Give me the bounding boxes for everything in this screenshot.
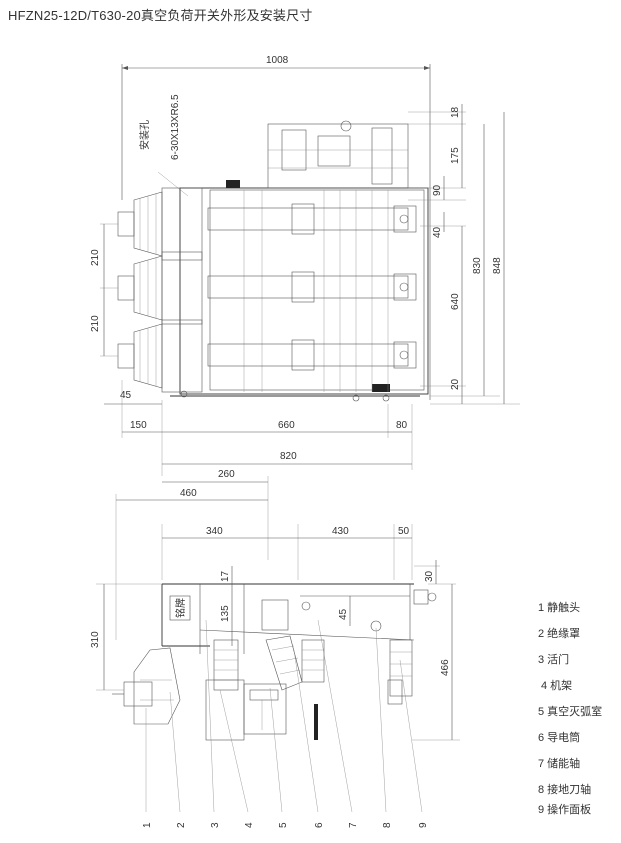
mount-hole-label: 安装孔 <box>138 120 151 150</box>
part-number-3: 3 <box>210 822 221 828</box>
part-number-1: 1 <box>142 822 153 828</box>
dim-150: 150 <box>130 420 147 431</box>
phase-a <box>117 187 417 261</box>
legend-item-8: 8 接地刀轴 <box>538 782 591 796</box>
phase-c <box>117 319 417 393</box>
dim-18: 18 <box>450 106 461 118</box>
legend-item-7: 7 储能轴 <box>538 756 580 770</box>
dim-210-a: 210 <box>90 249 101 266</box>
dim-210-b: 210 <box>90 315 101 332</box>
part-number-7: 7 <box>348 822 359 828</box>
dim-90: 90 <box>432 184 443 196</box>
dim-660: 660 <box>278 420 295 431</box>
dim-460: 460 <box>180 488 197 499</box>
legend-item-1: 1 静触头 <box>538 600 580 614</box>
dim-848: 848 <box>492 257 503 274</box>
part-number-8: 8 <box>382 822 393 828</box>
part-number-6: 6 <box>314 822 325 828</box>
dim-45: 45 <box>120 390 132 401</box>
phase-b <box>117 251 417 325</box>
legend-item-5: 5 真空灭弧室 <box>538 704 602 718</box>
dim-340: 340 <box>206 526 223 537</box>
dim-820: 820 <box>280 451 297 462</box>
dim-50: 50 <box>398 526 410 537</box>
dim-17: 17 <box>220 570 231 582</box>
legend-item-6: 6 导电筒 <box>538 730 580 744</box>
dim-40: 40 <box>432 226 443 238</box>
top-view: 1008 安装孔 6-30X13XR6.5 <box>90 55 520 560</box>
dim-640: 640 <box>450 293 461 310</box>
dim-1008: 1008 <box>266 55 289 66</box>
dim-310: 310 <box>90 631 101 648</box>
part-number-5: 5 <box>278 822 289 828</box>
part-number-9: 9 <box>418 822 429 828</box>
legend-item-2: 2 绝缘罩 <box>538 626 580 640</box>
side-view: 460 340 430 50 铭牌 <box>90 488 460 828</box>
legend-item-9: 9 操作面板 <box>538 802 591 816</box>
parts-legend: 1 静触头 2 绝缘罩 3 活门 4 机架 5 真空灭弧室 6 导电筒 7 储能… <box>538 600 602 816</box>
dim-430: 430 <box>332 526 349 537</box>
nameplate-text: 铭牌 <box>174 598 187 618</box>
dim-175: 175 <box>450 147 461 164</box>
dim-45-side: 45 <box>338 608 349 620</box>
mount-hole-spec: 6-30X13XR6.5 <box>170 94 181 160</box>
page-title: HFZN25-12D/T630-20真空负荷开关外形及安装尺寸 <box>8 8 313 23</box>
dim-20: 20 <box>450 378 461 390</box>
part-number-2: 2 <box>176 822 187 828</box>
dim-30: 30 <box>424 570 435 582</box>
legend-item-3: 3 活门 <box>538 652 569 666</box>
dim-466: 466 <box>440 659 451 676</box>
legend-item-4: 4 机架 <box>541 678 572 692</box>
dim-135: 135 <box>220 605 231 622</box>
dim-830: 830 <box>472 257 483 274</box>
dim-260: 260 <box>218 469 235 480</box>
part-number-4: 4 <box>244 822 255 828</box>
dim-80: 80 <box>396 420 408 431</box>
